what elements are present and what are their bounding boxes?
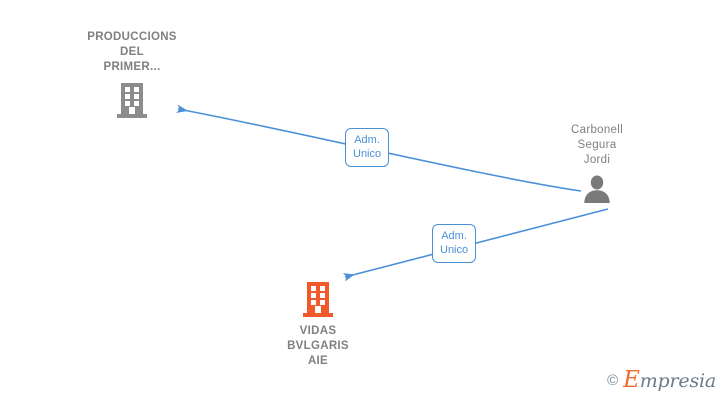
node-company-producciones[interactable]: PRODUCCIONS DEL PRIMER...: [57, 30, 207, 119]
node-label-producciones: PRODUCCIONS DEL PRIMER...: [87, 31, 177, 73]
empresia-watermark: © Empresia: [607, 369, 716, 392]
person-icon[interactable]: [582, 175, 612, 203]
edge-label-adm-unico-vidas[interactable]: Adm. Unico: [432, 224, 477, 263]
empresia-logo-initial: E: [623, 367, 640, 393]
node-person-carbonell-segura-jordi[interactable]: Carbonell Segura Jordi: [522, 123, 672, 203]
node-company-vidas-bvlgaris[interactable]: VIDAS BVLGARIS AIE: [243, 280, 393, 369]
edge-line-carbonell-to-vidas: [342, 208, 609, 282]
node-label-vidas-bvlgaris: VIDAS BVLGARIS AIE: [287, 325, 349, 367]
copyright-icon: ©: [607, 372, 619, 389]
edge-label-adm-unico-producciones[interactable]: Adm. Unico: [345, 128, 390, 167]
empresia-logo: Empresia: [623, 369, 716, 392]
empresia-logo-text: mpresia: [639, 370, 716, 392]
node-label-carbonell-segura-jordi: Carbonell Segura Jordi: [571, 124, 623, 166]
building-icon[interactable]: [301, 280, 335, 318]
building-icon[interactable]: [115, 81, 149, 119]
